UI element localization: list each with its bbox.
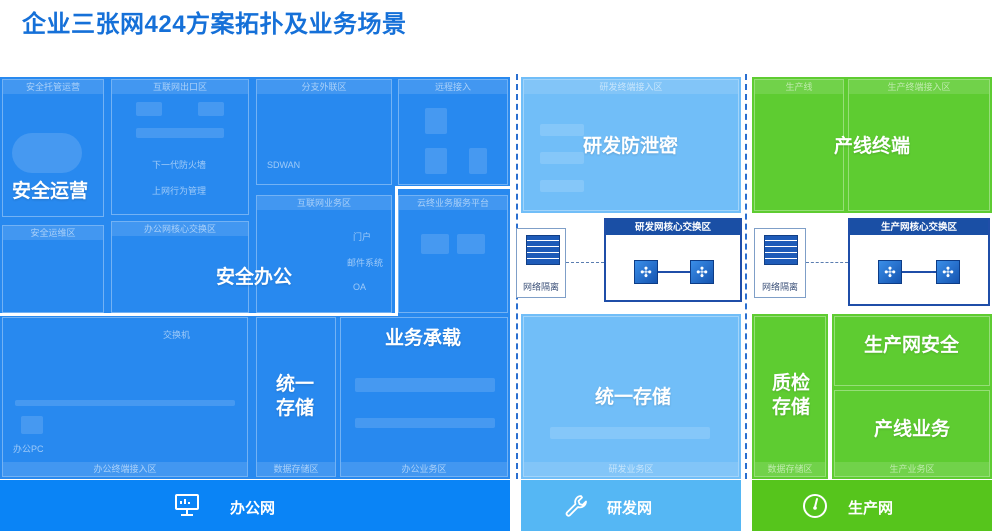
production-terminal-access-cell: 生产终端接入区 <box>848 79 990 211</box>
rnd-terminal-access-cell: 研发终端接入区 <box>523 79 739 211</box>
cell-header: 远程接入 <box>399 80 507 94</box>
tiny-label: SDWAN <box>267 160 301 170</box>
label-security-ops: 安全运营 <box>12 181 89 202</box>
cell-header: 数据存储区 <box>755 462 825 476</box>
label-network-security: 生产网安全 <box>864 335 960 356</box>
production-network-bar: 生产网 <box>752 480 992 531</box>
cell-header: 安全运维区 <box>3 226 103 240</box>
rnd-terminal-panel: 研发终端接入区 研发防泄密 <box>521 77 741 213</box>
label-leak-prevention: 研发防泄密 <box>583 136 679 157</box>
rnd-network-label: 研发网 <box>607 500 653 517</box>
tiny-label: 门户 <box>353 232 372 242</box>
cell-header: 办公终端接入区 <box>3 462 247 476</box>
office-network-label: 办公网 <box>230 500 276 517</box>
internet-business-cell: 互联网业务区 门户 邮件系统 OA <box>256 195 392 313</box>
cell-header: 分支外联区 <box>257 80 391 94</box>
label-business-hosting: 业务承载 <box>385 328 462 349</box>
sec-mgmt-cell: 安全运维区 <box>2 225 104 313</box>
rnd-core-exchange: 研发网核心交换区 ✣ ✣ <box>604 218 742 302</box>
label-line-business: 产线业务 <box>874 419 951 440</box>
cell-header: 互联网出口区 <box>112 80 248 94</box>
line-cell: 生产线 <box>754 79 844 211</box>
firewall-label: 网络隔离 <box>522 282 559 292</box>
terminal-access-cell: 交换机 办公PC 办公终端接入区 <box>2 317 248 477</box>
production-business-panel: 生产业务区 生产网安全 产线业务 <box>832 314 992 479</box>
cell-header: 云终业务服务平台 <box>399 196 507 210</box>
switch-icon: ✣ <box>878 260 902 284</box>
cell-header: 安全托管运营 <box>3 80 103 94</box>
tiny-label: 下一代防火墙 <box>152 160 207 170</box>
tiny-label: OA <box>353 282 367 292</box>
switch-icon: ✣ <box>634 260 658 284</box>
firewall-icon <box>764 235 798 265</box>
phone-icon <box>469 148 487 174</box>
monitor-icon <box>175 494 199 516</box>
pc-icon <box>21 416 43 434</box>
office-network-bar: 办公网 <box>0 480 510 531</box>
office-network-panel: 安全托管运营 互联网出口区 下一代防火墙 上网行为管理 分支外联区 SDWAN … <box>0 77 510 479</box>
rnd-firewall: 网络隔离 <box>516 228 566 298</box>
cell-header: 办公业务区 <box>341 462 507 476</box>
tiny-label: 交换机 <box>163 330 191 340</box>
cell-header: 研发业务区 <box>524 462 738 476</box>
remote-access-cell: 远程接入 <box>398 79 508 185</box>
tiny-label: 办公PC <box>13 444 44 454</box>
cell-header: 生产业务区 <box>835 462 989 476</box>
branch-access-cell: 分支外联区 SDWAN <box>256 79 392 185</box>
firewall-label: 网络隔离 <box>761 282 798 292</box>
server-icon <box>457 234 485 254</box>
sec-ops-center-cell: 安全托管运营 <box>2 79 104 217</box>
label-rnd-unified-storage: 统一存储 <box>595 387 672 408</box>
production-business-area-cell: 生产业务区 <box>834 390 990 477</box>
monitor-icon <box>421 234 449 254</box>
network-divider <box>745 74 747 479</box>
cell-header: 研发终端接入区 <box>524 80 738 94</box>
label-security-office: 安全办公 <box>216 267 293 288</box>
internet-exit-cell: 互联网出口区 下一代防火墙 上网行为管理 <box>111 79 249 215</box>
core-title: 研发网核心交换区 <box>606 220 740 235</box>
cell-header: 生产线 <box>755 80 843 94</box>
production-firewall: 网络隔离 <box>754 228 806 298</box>
production-network-label: 生产网 <box>848 500 894 517</box>
switch-icon: ✣ <box>936 260 960 284</box>
cell-header: 生产终端接入区 <box>849 80 989 94</box>
production-security-cell <box>834 316 990 386</box>
cell-header: 办公网核心交换区 <box>112 222 248 236</box>
rnd-business-area-cell: 研发业务区 <box>523 316 739 477</box>
label-qc-storage: 质检 存储 <box>772 373 811 418</box>
rnd-network-bar: 研发网 <box>521 480 741 531</box>
label-unified-storage: 统一 存储 <box>276 374 315 419</box>
cell-header: 互联网业务区 <box>257 196 391 210</box>
wrench-icon <box>565 495 587 517</box>
cloud-platform-cell: 云终业务服务平台 <box>398 195 508 313</box>
switch-icon: ✣ <box>690 260 714 284</box>
page-title: 企业三张网424方案拓扑及业务场景 <box>22 11 407 38</box>
tiny-label: 邮件系统 <box>347 258 384 268</box>
tiny-label: 上网行为管理 <box>152 186 207 196</box>
cloud-icon <box>12 133 82 173</box>
person-icon <box>425 108 447 134</box>
firewall-icon <box>526 235 560 265</box>
core-exchange-cell: 办公网核心交换区 <box>111 221 249 313</box>
production-core-exchange: 生产网核心交换区 ✣ ✣ <box>848 218 990 306</box>
production-data-storage-cell: 数据存储区 <box>754 316 826 477</box>
cell-header: 数据存储区 <box>257 462 335 476</box>
gauge-icon <box>803 494 827 518</box>
data-storage-cell: 数据存储区 <box>256 317 336 477</box>
core-title: 生产网核心交换区 <box>850 220 988 235</box>
label-line-terminal: 产线终端 <box>834 136 911 157</box>
person-icon <box>425 148 447 174</box>
rnd-business-panel: 研发业务区 统一存储 <box>521 314 741 479</box>
production-storage-panel: 数据存储区 质检 存储 <box>752 314 828 479</box>
production-terminal-panel: 生产线 生产终端接入区 产线终端 <box>752 77 992 213</box>
business-area-cell: 办公业务区 <box>340 317 508 477</box>
